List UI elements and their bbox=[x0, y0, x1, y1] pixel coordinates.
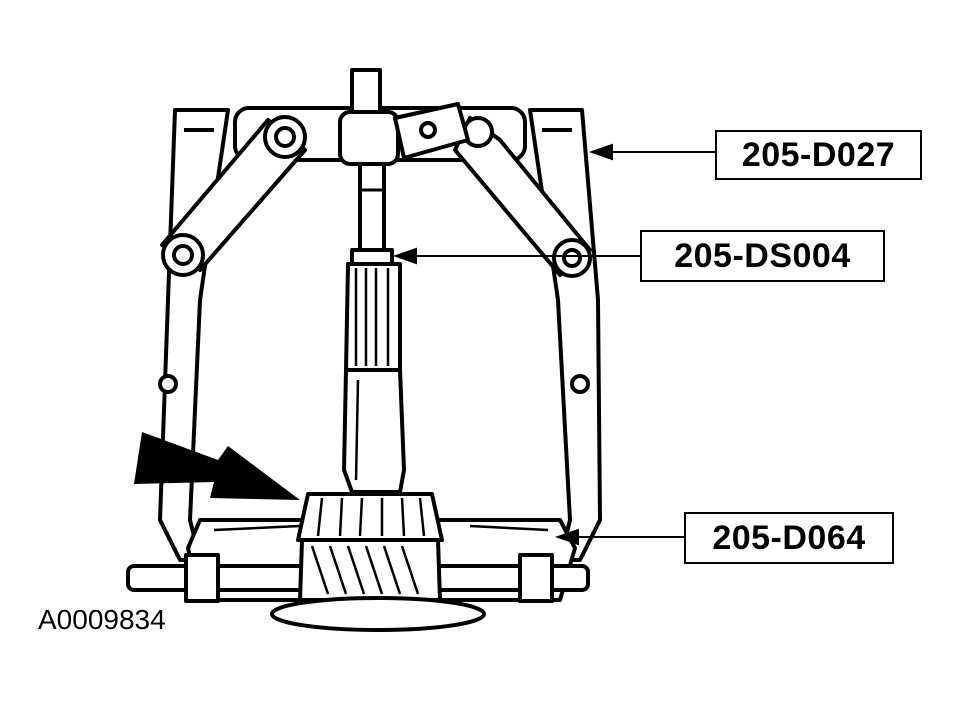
callout-separator: 205-D064 bbox=[684, 512, 894, 564]
black-indicator-arrow bbox=[134, 432, 300, 500]
forcing-screw bbox=[358, 162, 386, 256]
right-puller-leg bbox=[528, 108, 602, 562]
shaft-body bbox=[342, 368, 406, 494]
center-block bbox=[338, 110, 400, 166]
figure-id: A0009834 bbox=[38, 604, 166, 635]
right-nut bbox=[518, 553, 554, 603]
callout-puller: 205-D027 bbox=[715, 130, 922, 180]
adapter bbox=[350, 248, 394, 266]
left-nut bbox=[184, 553, 220, 603]
callout-adapter: 205-DS004 bbox=[640, 230, 885, 282]
splined-shaft bbox=[344, 262, 402, 372]
gear-disc bbox=[270, 596, 486, 632]
bearing bbox=[296, 492, 444, 542]
